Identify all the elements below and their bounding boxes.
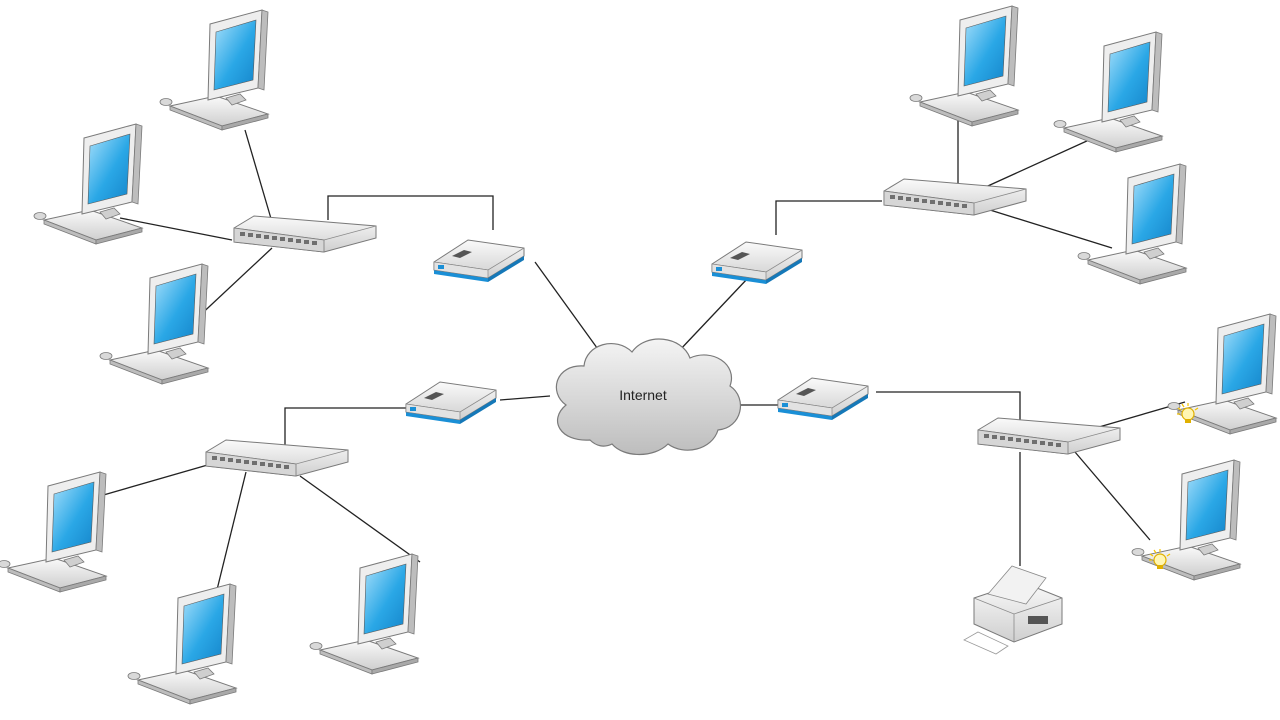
computer-icon <box>309 553 419 675</box>
link <box>119 217 233 241</box>
link <box>989 209 1113 249</box>
router-bottom-left <box>405 381 497 425</box>
switch-top-left <box>233 215 377 253</box>
link <box>775 200 882 235</box>
link <box>967 134 1101 196</box>
router-bottom-right <box>777 377 869 421</box>
computer-icon <box>909 5 1019 127</box>
link <box>499 395 551 401</box>
router-top-left <box>433 239 525 283</box>
computer-icon <box>127 583 237 705</box>
computer-icon <box>1131 459 1241 581</box>
link <box>534 261 601 353</box>
printer-icon <box>963 565 1063 655</box>
computer-icon <box>1077 163 1187 285</box>
switch-top-right <box>883 178 1027 216</box>
computer-icon <box>0 471 107 593</box>
computer-icon <box>99 263 209 385</box>
router-top-right <box>711 241 803 285</box>
link <box>876 391 1021 420</box>
link <box>194 247 273 321</box>
link <box>1074 451 1151 541</box>
computer-icon <box>33 123 143 245</box>
switch-bottom-left <box>205 439 349 477</box>
switch-bottom-right <box>977 417 1121 455</box>
link <box>677 277 749 353</box>
link <box>99 461 219 497</box>
computer-icon <box>159 9 269 131</box>
internet-cloud: Internet <box>555 338 741 455</box>
link <box>284 407 410 446</box>
link <box>299 475 421 563</box>
cloud-label: Internet <box>619 387 667 403</box>
link <box>327 195 494 230</box>
link <box>244 129 273 223</box>
computer-icon <box>1053 31 1163 153</box>
